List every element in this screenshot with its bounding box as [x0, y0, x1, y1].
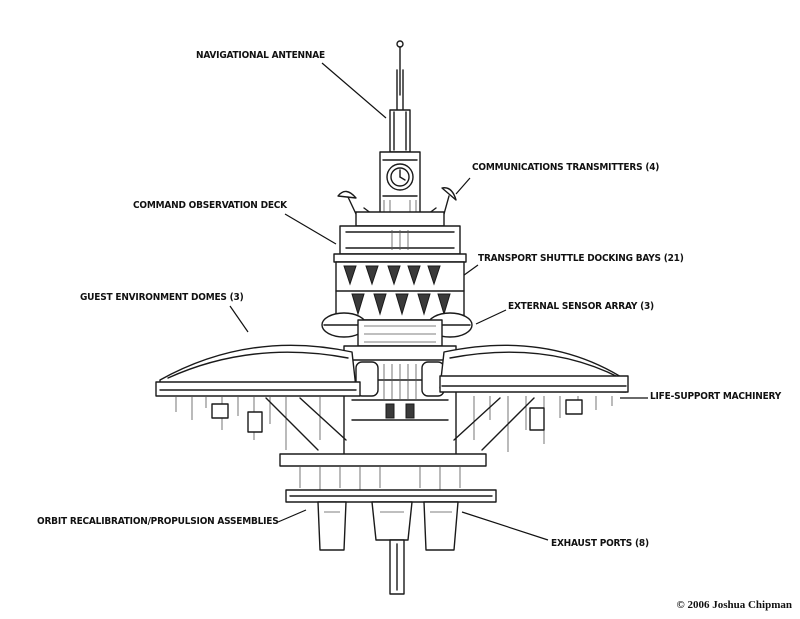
central-core-drawing	[343, 345, 457, 457]
label-command-observation-deck: COMMAND OBSERVATION DECK	[133, 200, 287, 211]
sensor-pods-drawing	[321, 312, 473, 347]
leader-exhaust-ports	[461, 511, 549, 541]
leader-command-observation-deck	[284, 213, 337, 245]
docking-bays-drawing	[335, 261, 465, 321]
leader-external-sensor-array	[475, 309, 507, 325]
label-life-support-machinery: LIFE-SUPPORT MACHINERY	[650, 391, 782, 402]
copyright-notice: © 2006 Joshua Chipman	[676, 599, 793, 611]
navigational-antenna-drawing	[389, 40, 411, 153]
leader-communications-transmitters	[455, 177, 471, 195]
label-transport-shuttle-docking-bays: TRANSPORT SHUTTLE DOCKING BAYS (21)	[478, 253, 684, 264]
label-navigational-antennae: NAVIGATIONAL ANTENNAE	[196, 50, 325, 61]
command-deck-drawing	[333, 211, 467, 263]
label-external-sensor-array: EXTERNAL SENSOR ARRAY (3)	[508, 301, 654, 312]
leader-navigational-antennae	[321, 62, 387, 119]
left-dome-drawing	[155, 344, 361, 397]
right-dome-drawing	[439, 344, 629, 393]
leader-lines	[229, 62, 648, 541]
label-orbit-recalibration: ORBIT RECALIBRATION/PROPULSION ASSEMBLIE…	[37, 516, 279, 527]
command-tower-drawing	[379, 151, 421, 223]
life-support-machinery-drawing	[175, 396, 613, 452]
leader-guest-environment-domes	[229, 305, 249, 333]
communication-dishes-drawing	[337, 187, 457, 215]
label-exhaust-ports: EXHAUST PORTS (8)	[551, 538, 649, 549]
lower-platforms-drawing	[279, 453, 497, 503]
label-guest-environment-domes: GUEST ENVIRONMENT DOMES (3)	[80, 292, 244, 303]
label-communications-transmitters: COMMUNICATIONS TRANSMITTERS (4)	[472, 162, 660, 173]
leader-orbit-recalibration	[277, 509, 307, 523]
exhaust-ports-drawing	[317, 501, 459, 595]
